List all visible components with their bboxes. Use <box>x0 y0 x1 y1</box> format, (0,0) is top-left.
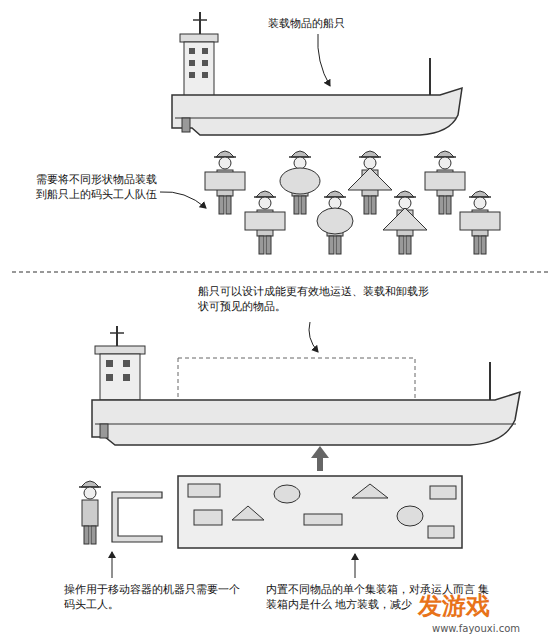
callout-text: 船只可以设计成能更有效地运送、装载和卸载形状可预见的物品。 <box>198 284 438 314</box>
leader-line <box>318 34 330 86</box>
dock-workers <box>205 151 500 254</box>
callout-text: 操作用于移动容器的机器只需要一个码头工人。 <box>64 582 240 612</box>
callout-text: 装载物品的船只 <box>268 16 408 31</box>
leader-line <box>355 554 356 578</box>
watermark: www.fayouxi.com <box>432 622 552 636</box>
leader-line <box>112 552 113 578</box>
cargo-ship <box>92 326 520 445</box>
leader-line <box>309 322 318 352</box>
dock-worker <box>79 481 101 544</box>
load-arrow <box>311 446 329 471</box>
leader-line <box>160 192 206 208</box>
watermark: 发游戏 <box>418 590 548 622</box>
callout-text: 需要将不同形状物品装载到船只上的码头工人队伍 <box>36 172 160 202</box>
shipping-container <box>178 476 462 548</box>
cargo-ship <box>172 12 462 135</box>
container-machine <box>112 492 162 542</box>
divider <box>12 271 548 272</box>
